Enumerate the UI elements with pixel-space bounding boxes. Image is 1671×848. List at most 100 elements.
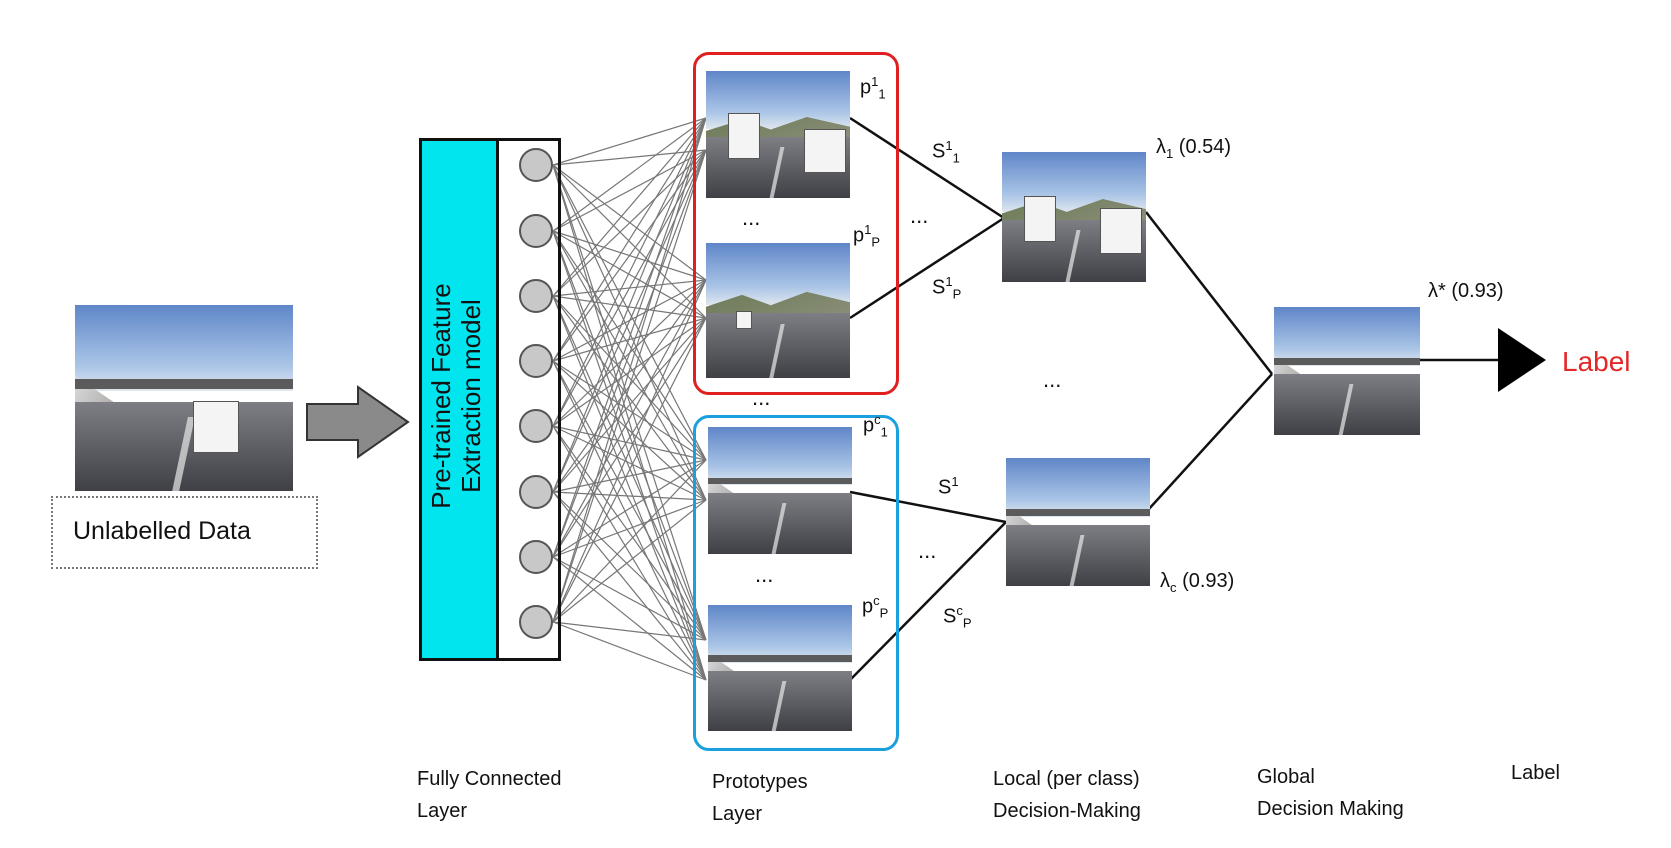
prototype-image-p1-1 bbox=[706, 71, 850, 198]
stage-label-prototypes: Prototypes Layer bbox=[712, 771, 808, 825]
fc-connection bbox=[552, 425, 707, 681]
feature-extraction-model bbox=[419, 138, 499, 661]
stage-label-fully-connected: Fully Connected Layer bbox=[417, 768, 562, 822]
fc-connection bbox=[552, 317, 707, 558]
fc-connection bbox=[552, 295, 707, 641]
neuron bbox=[519, 214, 553, 248]
fc-connection bbox=[552, 491, 707, 501]
fc-connection bbox=[552, 117, 707, 558]
global-decision-image bbox=[1274, 307, 1420, 435]
label-sc-P: ScP bbox=[943, 603, 972, 631]
fc-connection bbox=[552, 556, 707, 681]
fc-connection bbox=[552, 295, 707, 461]
fc-connection bbox=[552, 360, 707, 461]
fc-connection bbox=[552, 295, 707, 501]
prototype-image-pc-1 bbox=[708, 427, 852, 554]
feature-extraction-label: Pre-trained Feature Extraction model bbox=[426, 166, 486, 626]
fc-connection bbox=[552, 425, 707, 461]
neuron bbox=[519, 605, 553, 639]
neuron bbox=[519, 148, 553, 182]
ellipsis-class-1-prototypes: ... bbox=[742, 205, 761, 230]
feature-extraction-line-1: Pre-trained Feature bbox=[426, 283, 456, 509]
label-pc-P: pcP bbox=[862, 593, 889, 621]
edge-local-c-to-global bbox=[1147, 373, 1273, 511]
edge-local-1-to-global bbox=[1145, 211, 1273, 375]
label-p1-1: p11 bbox=[860, 74, 886, 102]
label-s1-P: S1P bbox=[932, 274, 962, 302]
fc-connection bbox=[552, 621, 707, 641]
label-p1-P: p1P bbox=[853, 222, 881, 250]
ellipsis-class-c-prototypes: ... bbox=[755, 562, 774, 587]
fc-connection bbox=[552, 117, 707, 493]
ellipsis-similarity-1: ... bbox=[910, 203, 929, 228]
fc-connection bbox=[552, 621, 707, 681]
edge-pc-P-to-local-c bbox=[849, 521, 1007, 681]
fc-connection bbox=[552, 149, 707, 427]
fc-connection bbox=[552, 149, 707, 166]
fc-connection bbox=[552, 149, 707, 297]
fc-connection bbox=[552, 279, 707, 558]
fc-connection bbox=[552, 491, 707, 681]
fc-connection bbox=[552, 499, 707, 623]
neuron bbox=[519, 344, 553, 378]
edge-p1-P-to-local-1 bbox=[849, 216, 1005, 320]
label-s1-1: S11 bbox=[932, 138, 960, 166]
fc-connection bbox=[552, 149, 707, 232]
ellipsis-local-classes: ... bbox=[1043, 367, 1062, 392]
input-label-box bbox=[51, 496, 318, 569]
prototype-group-class-1 bbox=[693, 52, 899, 395]
fc-connection bbox=[552, 117, 707, 362]
label-sc-1: S1 bbox=[938, 474, 959, 499]
fc-connection bbox=[552, 164, 707, 319]
stage-label-global-decision: Global Decision Making bbox=[1257, 766, 1404, 820]
neuron bbox=[519, 475, 553, 509]
edge-p1-1-to-local-1 bbox=[849, 116, 1005, 220]
fc-connection bbox=[552, 164, 707, 461]
local-decision-image-class-c bbox=[1006, 458, 1150, 586]
fc-connection bbox=[552, 459, 707, 493]
fc-connection bbox=[552, 117, 707, 166]
fc-connection bbox=[552, 230, 707, 319]
fc-connection bbox=[552, 459, 707, 623]
neuron bbox=[519, 409, 553, 443]
input-image bbox=[75, 305, 293, 491]
fc-connection bbox=[552, 164, 707, 641]
local-decision-image-class-1 bbox=[1002, 152, 1146, 282]
feature-extraction-line-2: Extraction model bbox=[456, 299, 486, 493]
fc-connection bbox=[552, 230, 707, 501]
fc-connection bbox=[552, 149, 707, 362]
label-pc-1: pc1 bbox=[863, 412, 888, 440]
fc-connection bbox=[552, 230, 707, 461]
neuron bbox=[519, 540, 553, 574]
fc-connection bbox=[552, 117, 707, 297]
ellipsis-between-groups: ... bbox=[752, 385, 771, 410]
fc-connection bbox=[552, 117, 707, 427]
neuron bbox=[519, 279, 553, 313]
fc-connection bbox=[552, 425, 707, 641]
prototype-group-class-c bbox=[693, 415, 899, 751]
fc-connection bbox=[552, 117, 707, 623]
fc-connection bbox=[552, 149, 707, 623]
stage-label-local-decision: Local (per class) Decision-Making bbox=[993, 768, 1141, 822]
local-score-class-c: λc (0.93) bbox=[1160, 570, 1235, 595]
output-arrowhead bbox=[1498, 328, 1546, 392]
prototype-image-pc-P bbox=[708, 605, 852, 731]
prototype-image-p1-P bbox=[706, 243, 850, 378]
stage-label-label: Label bbox=[1511, 762, 1560, 784]
fc-connection bbox=[552, 279, 707, 623]
edge-pc-1-to-local-c bbox=[849, 490, 1007, 524]
input-arrow bbox=[306, 385, 410, 459]
fc-connection bbox=[552, 149, 707, 558]
global-score: λ* (0.93) bbox=[1428, 280, 1504, 302]
fc-connection bbox=[552, 117, 707, 232]
ellipsis-similarity-c: ... bbox=[918, 538, 937, 563]
fc-connection bbox=[552, 149, 707, 493]
fc-connection bbox=[552, 317, 707, 493]
fc-connection bbox=[552, 317, 707, 623]
output-label: Label bbox=[1562, 346, 1631, 377]
fc-connection bbox=[552, 295, 707, 319]
local-score-class-1: λ1 (0.54) bbox=[1156, 136, 1232, 161]
fc-connection bbox=[552, 459, 707, 558]
